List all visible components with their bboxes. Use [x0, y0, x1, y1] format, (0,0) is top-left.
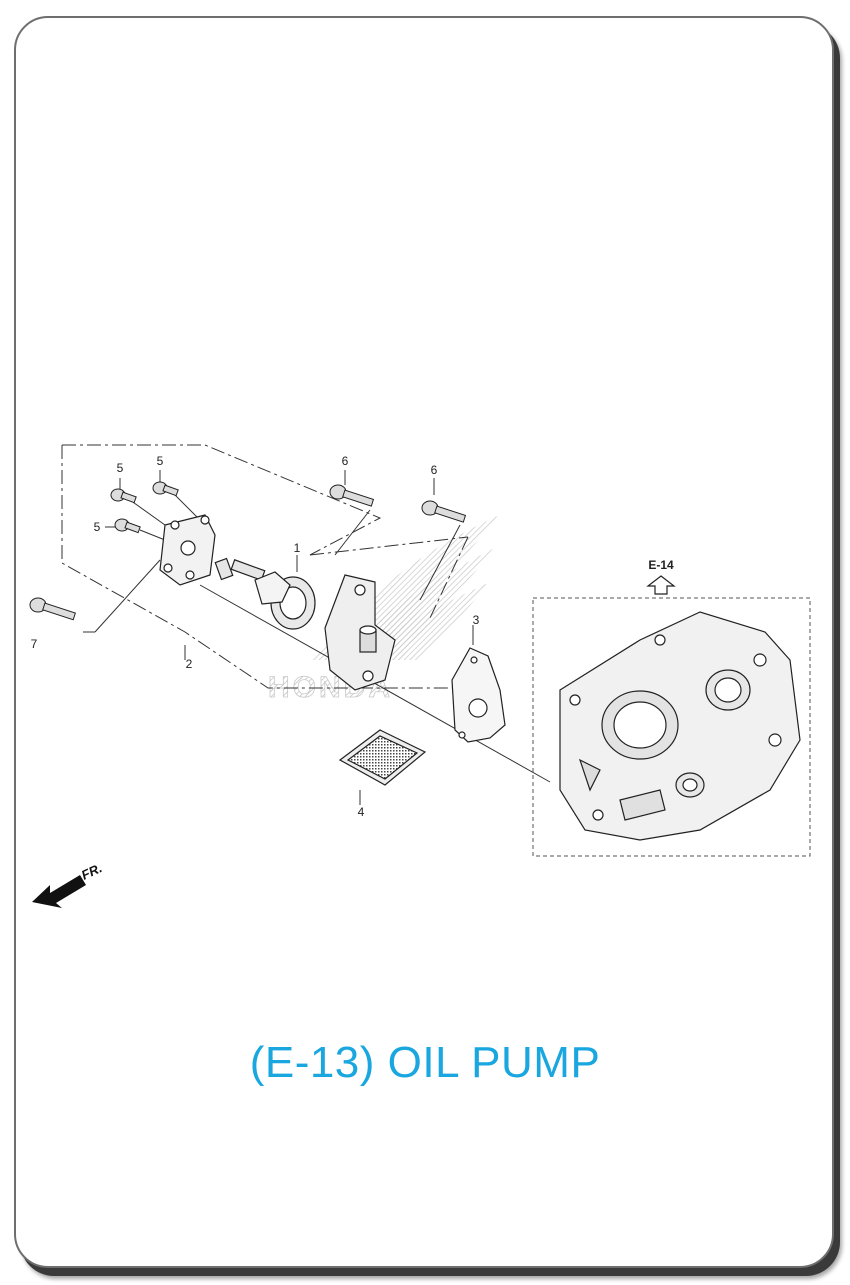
callout-5-c: 5	[94, 520, 101, 534]
front-label: FR.	[79, 860, 104, 882]
bolt-6-right	[421, 500, 467, 523]
callout-6-b: 6	[431, 463, 438, 477]
crankcase	[559, 611, 801, 841]
pump-shaft	[214, 557, 266, 581]
arrow-up-outline-icon	[646, 575, 676, 595]
callout-2: 2	[186, 657, 193, 671]
callout-labels: 1 2 3 4 5 5 5 6 6 7	[31, 454, 480, 819]
oil-pump-cover	[159, 514, 216, 586]
callout-4: 4	[358, 805, 365, 819]
screw-5-top-left	[110, 488, 137, 504]
screw-5-lower	[114, 518, 141, 534]
gasket	[451, 647, 506, 743]
front-direction-indicator: FR.	[32, 860, 104, 908]
assembly-outline	[61, 444, 469, 689]
callout-1: 1	[294, 541, 301, 555]
callout-3: 3	[473, 613, 480, 627]
page-title: (E-13) OIL PUMP	[249, 1038, 601, 1087]
callout-7: 7	[31, 637, 38, 651]
oil-strainer-screen	[338, 729, 427, 786]
bolt-7	[29, 597, 76, 621]
leader-lines	[83, 470, 551, 805]
reference-label: E-14	[648, 558, 674, 572]
callout-5-b: 5	[157, 454, 164, 468]
callout-6-a: 6	[342, 454, 349, 468]
callout-5-a: 5	[117, 461, 124, 475]
pump-body	[324, 574, 396, 691]
reference-box	[532, 597, 811, 857]
arrow-left-front-icon	[32, 875, 86, 908]
screw-5-top-right	[152, 481, 179, 497]
pump-rotor	[254, 571, 316, 630]
bolt-6-left	[329, 484, 375, 507]
